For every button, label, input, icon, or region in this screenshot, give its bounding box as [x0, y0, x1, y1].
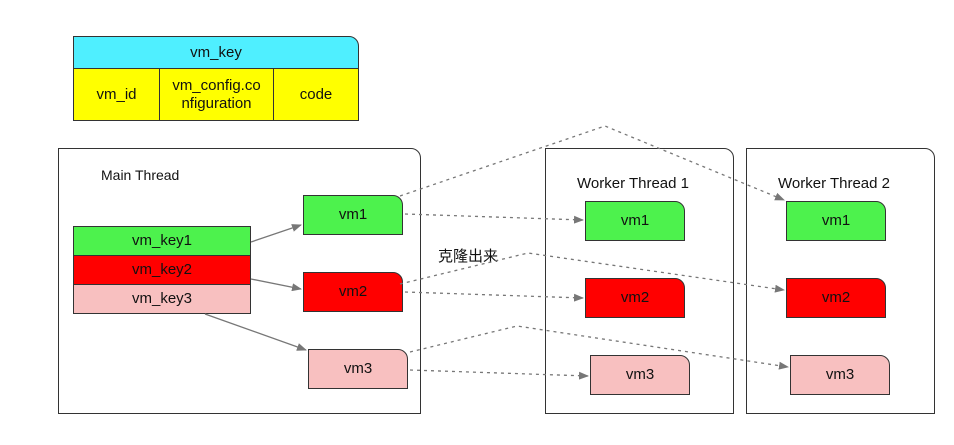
- worker2-vm2: vm2: [786, 278, 886, 318]
- vm2-to-worker2-arrow: [399, 252, 785, 293]
- vm-id-cell: vm_id: [73, 68, 160, 121]
- key3-to-vm3-arrow: [204, 313, 307, 351]
- vm2-to-worker1-arrow: [404, 291, 584, 302]
- key1-to-vm1-arrow: [250, 224, 302, 243]
- main-thread-title: Main Thread: [101, 167, 180, 183]
- key2-to-vm2-arrow: [250, 278, 302, 292]
- worker2-vm3: vm3: [790, 355, 890, 395]
- vm-key3-row: vm_key3: [73, 284, 251, 314]
- vm3-to-worker2-arrow: [409, 325, 789, 370]
- worker-thread-2-title: Worker Thread 2: [778, 175, 890, 192]
- vm1-to-worker2-arrow: [399, 125, 785, 201]
- code-cell: code: [273, 68, 359, 121]
- worker1-vm2: vm2: [585, 278, 685, 318]
- clone-label: 克隆出来: [438, 248, 499, 265]
- vm3-to-worker1-arrow: [409, 369, 589, 380]
- worker1-vm1: vm1: [585, 201, 685, 241]
- vm1-to-worker1-arrow: [404, 213, 584, 224]
- worker1-vm3: vm3: [590, 355, 690, 395]
- vm-config-cell: vm_config.co nfiguration: [159, 68, 274, 121]
- main-vm2: vm2: [303, 272, 403, 312]
- vm-key1-row: vm_key1: [73, 226, 251, 256]
- worker2-vm1: vm1: [786, 201, 886, 241]
- vm-key-header: vm_key: [73, 36, 359, 69]
- main-vm1: vm1: [303, 195, 403, 235]
- main-vm3: vm3: [308, 349, 408, 389]
- worker-thread-1-title: Worker Thread 1: [577, 175, 689, 192]
